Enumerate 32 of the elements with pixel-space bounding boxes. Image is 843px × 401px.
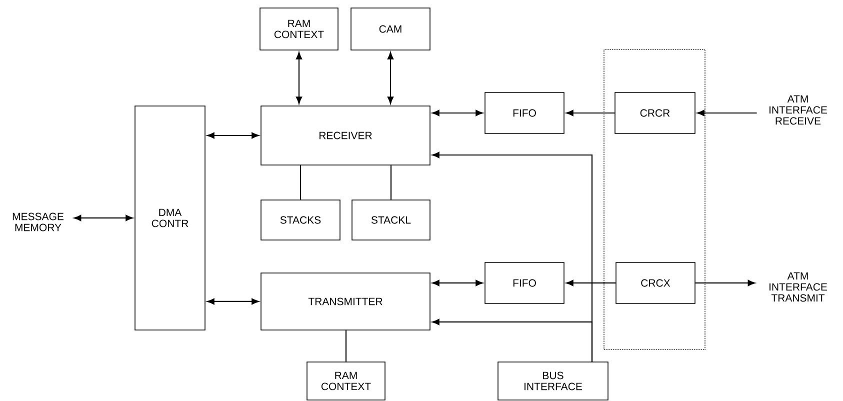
group-outline [604, 49, 706, 350]
arrow [296, 52, 302, 104]
arrow [432, 110, 483, 116]
block-box: RECEIVER [260, 106, 430, 166]
port-label: MESSAGE MEMORY [12, 212, 64, 232]
memory-box: RAM CONTEXT [260, 8, 338, 50]
block-box: CRCR [614, 92, 696, 134]
memory-box: CAM [350, 8, 430, 50]
stack-box: STACKS [260, 200, 340, 240]
connector-line [300, 165, 302, 200]
arrow [74, 214, 133, 222]
block-box: TRANSMITTER [260, 272, 430, 330]
arrow [207, 298, 259, 305]
arrow [566, 110, 615, 116]
stack-box: STACKL [352, 200, 430, 240]
arrow [432, 280, 483, 286]
port-label: ATM INTERFACE TRANSMIT [770, 272, 827, 302]
buffer-box: FIFO [484, 262, 564, 304]
arrow [207, 132, 259, 139]
buffer-box: FIFO [484, 92, 564, 134]
arrow [387, 52, 394, 104]
arrow [432, 318, 593, 362]
connector-line [390, 165, 392, 200]
memory-box: RAM CONTEXT [306, 362, 386, 400]
interface-box: BUS INTERFACE [498, 362, 608, 400]
port-label: ATM INTERFACE RECEIVE [770, 95, 827, 125]
controller-box: DMA CONTR [134, 106, 206, 330]
arrow [566, 280, 616, 286]
arrow [695, 280, 756, 286]
arrow [697, 110, 757, 116]
connector-line [345, 330, 347, 362]
block-box: CRCX [616, 262, 696, 304]
